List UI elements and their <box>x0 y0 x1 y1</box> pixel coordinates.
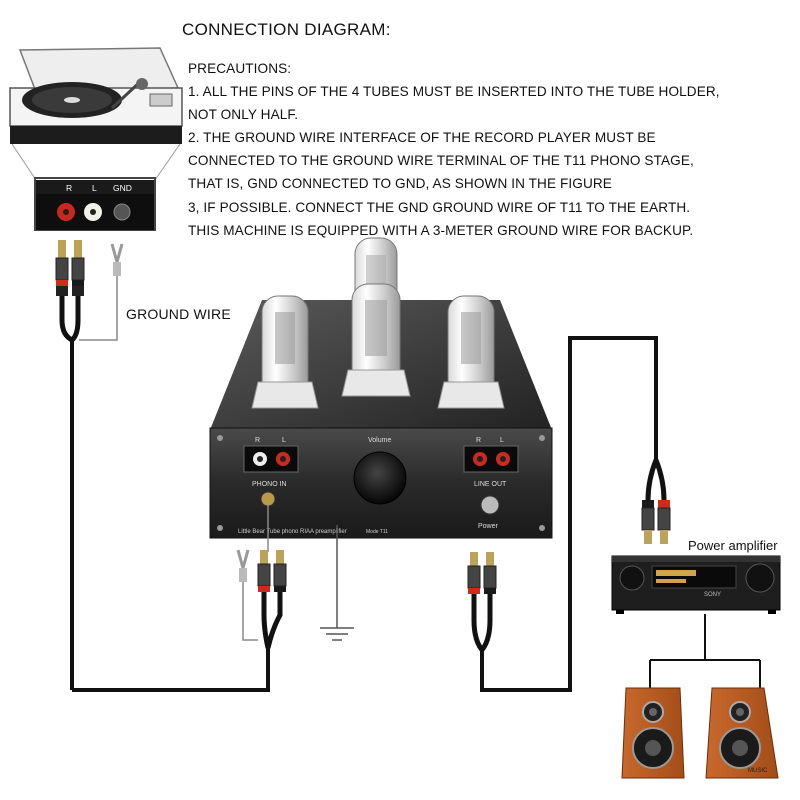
amp-volume-knob <box>745 563 775 593</box>
model-text: Little Bear Tube phono RIAA preamplifier <box>238 529 347 535</box>
phono-l-label: L <box>282 437 286 444</box>
right-speaker: MUSIC <box>705 687 779 779</box>
turntable <box>9 47 183 144</box>
amp-brand: SONY <box>704 592 721 598</box>
precautions-line: CONNECTED TO THE GROUND WIRE TERMINAL OF… <box>188 153 694 169</box>
panel-r-label: R <box>66 183 72 193</box>
power-button <box>480 495 500 515</box>
panel-l-label: L <box>92 183 97 193</box>
gnd-binding-post <box>260 491 276 507</box>
precautions-line: 1. ALL THE PINS OF THE 4 TUBES MUST BE I… <box>188 84 720 100</box>
turntable-rca-cable <box>55 240 85 690</box>
diagram-title: CONNECTION DIAGRAM: <box>182 20 391 39</box>
turntable-spade-connector <box>79 243 124 341</box>
vacuum-tube <box>341 283 411 397</box>
vacuum-tube <box>437 295 505 409</box>
precautions-line: THIS MACHINE IS EQUIPPED WITH A 3-METER … <box>188 222 694 238</box>
preamp-input-plugs <box>236 505 287 649</box>
precautions-line: PRECAUTIONS: <box>188 61 292 76</box>
model-code: Mode T11 <box>366 529 388 535</box>
lineout-l-label: L <box>500 437 504 444</box>
lineout-r-label: R <box>476 437 481 444</box>
amp-input-knob <box>619 565 645 591</box>
precautions-line: THAT IS, GND CONNECTED TO GND, AS SHOWN … <box>188 176 612 192</box>
phono-r-label: R <box>255 437 260 444</box>
earth-ground-symbol <box>320 525 354 641</box>
line-out-cable <box>467 336 671 692</box>
precautions-line: 3, IF POSSIBLE. CONNECT THE GND GROUND W… <box>188 199 691 215</box>
power-label: Power <box>478 523 499 530</box>
tube-preamp: R L PHONO IN Volume R L LINE OUT Power L… <box>209 237 553 539</box>
precautions-line: NOT ONLY HALF. <box>188 107 299 123</box>
precautions-line: 2. THE GROUND WIRE INTERFACE OF THE RECO… <box>188 130 656 146</box>
line-out-label: LINE OUT <box>474 481 507 488</box>
precautions-block: PRECAUTIONS: 1. ALL THE PINS OF THE 4 TU… <box>188 57 720 242</box>
phono-cable <box>72 648 270 692</box>
volume-label: Volume <box>368 437 391 444</box>
power-amplifier: SONY <box>611 555 781 614</box>
speaker-wiring <box>649 614 761 688</box>
panel-gnd-label: GND <box>113 183 132 193</box>
power-amplifier-label: Power amplifier <box>688 538 778 553</box>
turntable-output-panel: R L GND <box>34 177 156 231</box>
ground-wire-label: GROUND WIRE <box>126 306 231 322</box>
phono-in-label: PHONO IN <box>252 481 287 488</box>
left-speaker <box>621 687 685 779</box>
speaker-badge: MUSIC <box>748 768 768 774</box>
vacuum-tube <box>251 295 319 409</box>
volume-knob <box>353 451 407 505</box>
gnd-terminal <box>113 203 131 221</box>
